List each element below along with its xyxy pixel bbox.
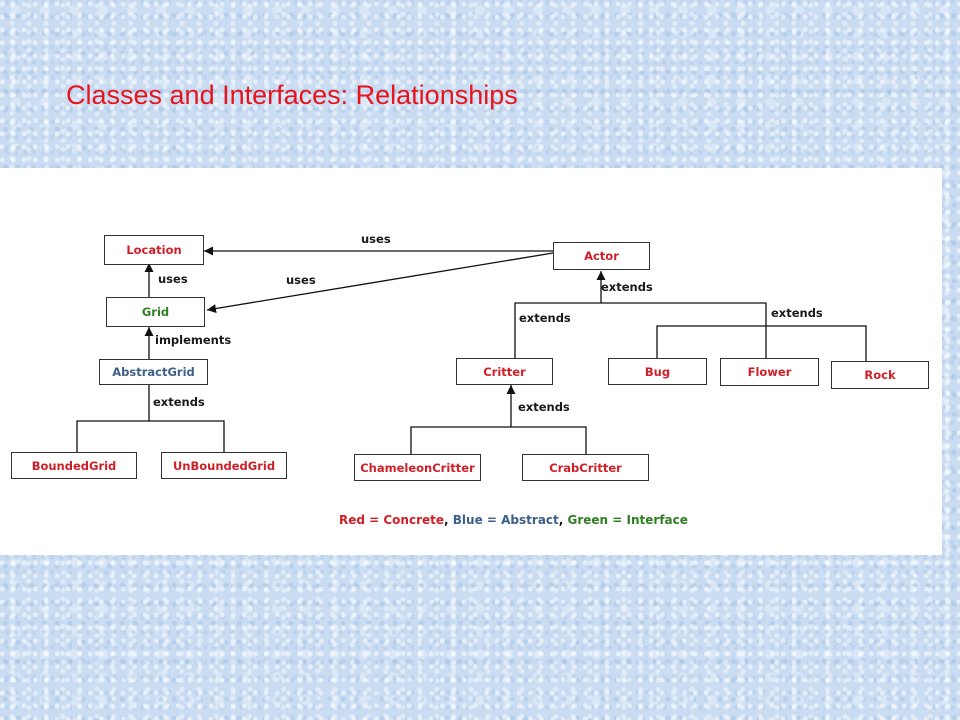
legend-red: Red: [339, 513, 365, 527]
color-legend: Red = Concrete, Blue = Abstract, Green =…: [339, 513, 688, 527]
class-bug: Bug: [608, 358, 707, 385]
class-flower: Flower: [720, 358, 819, 386]
legend-blue-meaning: = Abstract: [482, 513, 559, 527]
class-actor: Actor: [553, 242, 650, 270]
class-critter: Critter: [456, 358, 553, 385]
label-critter-extends-actor: extends: [519, 311, 571, 325]
label-implements: implements: [155, 333, 232, 347]
label-actor-extends: extends: [601, 280, 653, 294]
legend-red-meaning: = Concrete: [364, 513, 445, 527]
edge-actor-grid: [206, 252, 554, 313]
interface-grid: Grid: [106, 297, 205, 327]
label-actor-uses-grid: uses: [286, 273, 316, 287]
diagram-connectors: [76, 246, 867, 454]
legend-green: Green: [567, 513, 609, 527]
class-unbounded-grid: UnBoundedGrid: [161, 452, 287, 479]
class-crab-critter: CrabCritter: [522, 454, 649, 481]
class-abstract-grid: AbstractGrid: [99, 359, 208, 385]
label-actor-uses-location: uses: [361, 232, 391, 246]
slide-title: Classes and Interfaces: Relationships: [66, 80, 518, 110]
class-bounded-grid: BoundedGrid: [11, 452, 137, 479]
legend-separator: ,: [558, 513, 568, 527]
label-bug-flower-rock-extends: extends: [771, 306, 823, 320]
legend-separator: ,: [444, 513, 453, 527]
edge-bug-flower-rock: [656, 325, 867, 361]
legend-green-meaning: = Interface: [608, 513, 688, 527]
legend-blue: Blue: [452, 513, 483, 527]
label-critter-subclasses-extends: extends: [518, 400, 570, 414]
class-rock: Rock: [831, 361, 929, 389]
label-grids-extends: extends: [153, 395, 205, 409]
edge-critter-subclasses: [410, 426, 587, 454]
label-grid-uses-location: uses: [158, 272, 188, 286]
edge-critter-actor: [514, 302, 767, 358]
class-diagram: Location Grid AbstractGrid BoundedGrid U…: [0, 168, 942, 555]
class-location: Location: [104, 235, 204, 265]
edge-grids-abstractgrid: [76, 420, 225, 452]
class-chameleon-critter: ChameleonCritter: [354, 454, 481, 481]
